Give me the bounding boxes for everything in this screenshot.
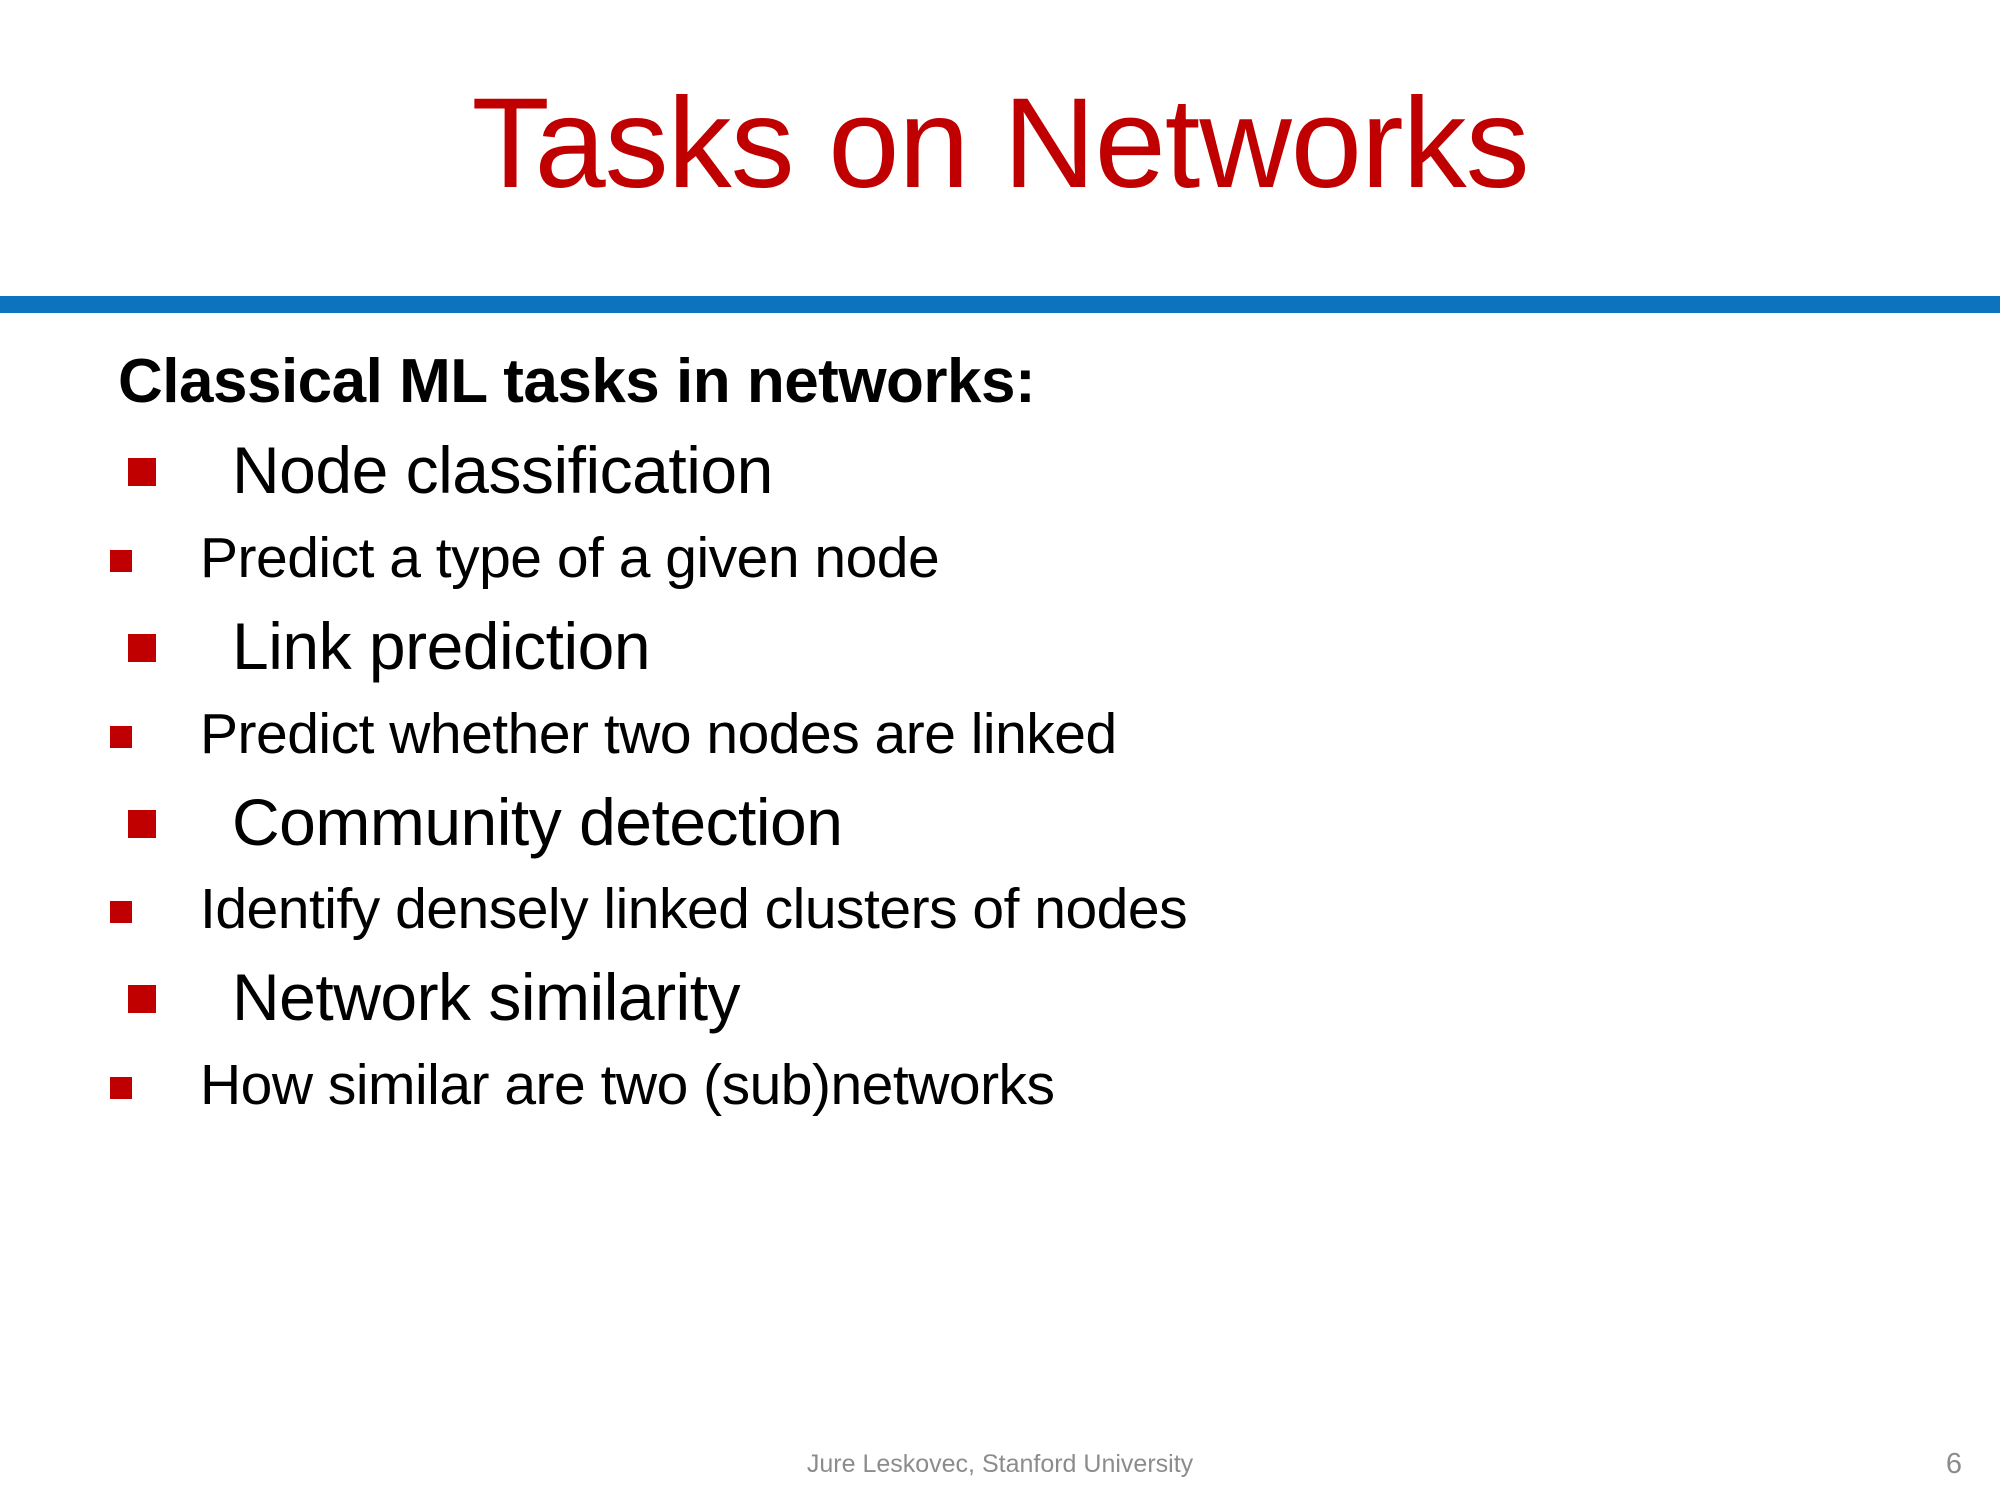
lead-in-heading: Classical ML tasks in networks: [118, 347, 1036, 416]
square-sub-bullet-icon [110, 1077, 132, 1100]
bullet-label: Network similarity [232, 960, 741, 1035]
sub-bullet-item: How similar are two (sub)networks [110, 1045, 2000, 1127]
list-item: Link prediction Predict whether two node… [0, 600, 2000, 776]
title-divider-rule [0, 296, 2000, 313]
square-bullet-icon [128, 809, 156, 838]
sub-list: Predict a type of a given node [0, 518, 2000, 600]
square-bullet-icon [128, 458, 156, 487]
bullet-item-network-similarity: Network similarity [128, 951, 2000, 1045]
square-sub-bullet-icon [110, 901, 132, 924]
sub-list: Identify densely linked clusters of node… [0, 869, 2000, 951]
list-item: Network similarity How similar are two (… [0, 951, 2000, 1127]
square-sub-bullet-icon [110, 549, 132, 572]
sub-bullet-item: Predict whether two nodes are linked [110, 694, 2000, 776]
list-item: Node classification Predict a type of a … [0, 424, 2000, 600]
page-title: Tasks on Networks [471, 72, 1529, 215]
slide-body: Classical ML tasks in networks: Node cla… [0, 345, 2000, 1127]
slide-title-area: Tasks on Networks [0, 54, 2000, 234]
sub-bullet-label: Predict a type of a given node [200, 525, 940, 590]
task-list: Node classification Predict a type of a … [0, 424, 2000, 1127]
square-sub-bullet-icon [110, 725, 132, 748]
bullet-label: Link prediction [232, 608, 651, 683]
bullet-label: Node classification [232, 433, 773, 508]
bullet-item-community-detection: Community detection [128, 776, 2000, 870]
sub-list: Predict whether two nodes are linked [0, 694, 2000, 776]
slide-page-number: 6 [1945, 1448, 1962, 1480]
square-bullet-icon [128, 985, 156, 1014]
list-item: Community detection Identify densely lin… [0, 776, 2000, 952]
sub-bullet-label: How similar are two (sub)networks [200, 1053, 1055, 1118]
sub-bullet-item: Identify densely linked clusters of node… [110, 869, 2000, 951]
sub-bullet-label: Identify densely linked clusters of node… [200, 877, 1188, 942]
footer-credit: Jure Leskovec, Stanford University [806, 1450, 1194, 1478]
sub-list: How similar are two (sub)networks [0, 1045, 2000, 1127]
bullet-label: Community detection [232, 784, 843, 859]
bullet-item-link-prediction: Link prediction [128, 600, 2000, 694]
bullet-item-node-classification: Node classification [128, 424, 2000, 518]
sub-bullet-item: Predict a type of a given node [110, 518, 2000, 600]
sub-bullet-label: Predict whether two nodes are linked [200, 701, 1117, 766]
square-bullet-icon [128, 633, 156, 662]
